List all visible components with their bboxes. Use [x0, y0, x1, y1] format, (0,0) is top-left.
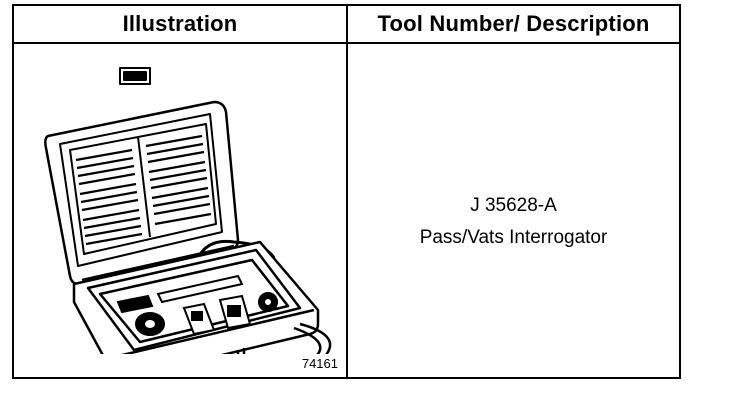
tool-number: J 35628-A: [470, 194, 557, 216]
header-illustration: Illustration: [14, 6, 348, 44]
header-description: Tool Number/ Description: [348, 6, 679, 44]
tool-description: Pass/Vats Interrogator: [419, 226, 608, 248]
tool-case-icon: [44, 67, 332, 354]
figure-number: 74161: [301, 356, 338, 371]
description-cell: J 35628-A Pass/Vats Interrogator: [348, 44, 679, 377]
tool-table: Illustration Tool Number/ Description: [12, 4, 681, 379]
illustration-cell: 74161: [14, 44, 348, 377]
